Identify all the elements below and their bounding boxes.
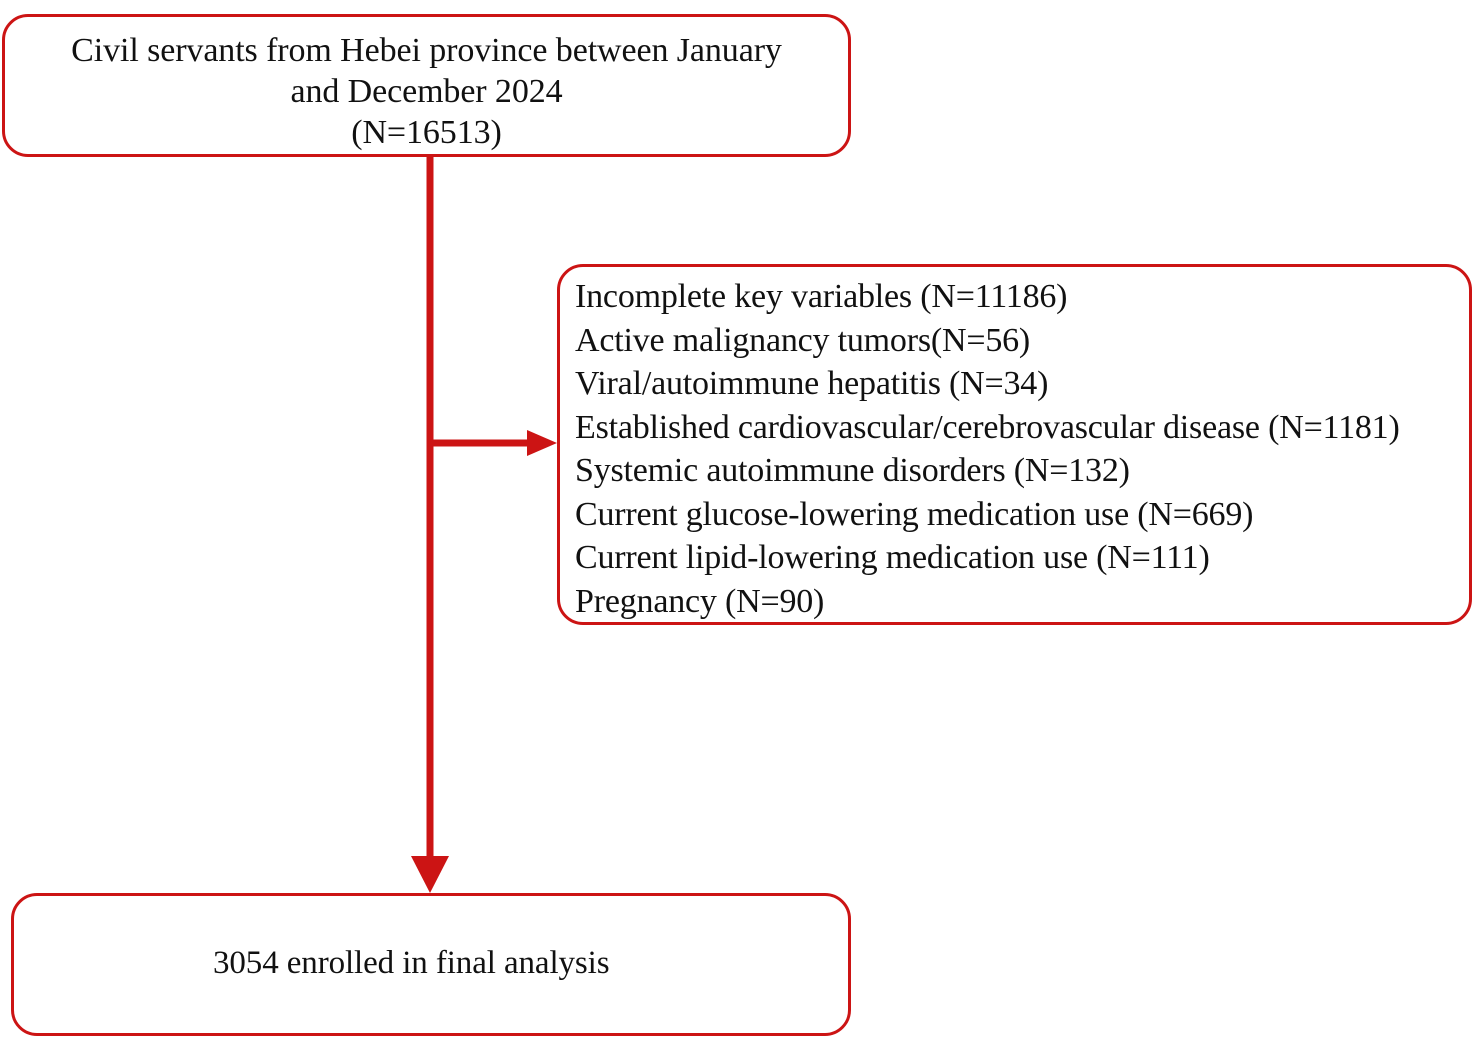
final-analysis-box: 3054 enrolled in final analysis bbox=[11, 893, 851, 1036]
down-arrowhead-icon bbox=[411, 856, 449, 893]
exclusion-item: Current glucose-lowering medication use … bbox=[575, 495, 1254, 533]
enrollment-box-text: Civil servants from Hebei province betwe… bbox=[71, 32, 782, 151]
exclusion-item: Systemic autoimmune disorders (N=132) bbox=[575, 452, 1130, 489]
exclusion-item: Current lipid-lowering medication use (N… bbox=[575, 539, 1210, 576]
exclusion-item: Viral/autoimmune hepatitis (N=34) bbox=[575, 365, 1049, 402]
exclusion-criteria-box: Incomplete key variables (N=11186) Activ… bbox=[557, 264, 1472, 625]
exclusion-item: Incomplete key variables (N=11186) bbox=[575, 278, 1068, 315]
exclusion-item: Pregnancy (N=90) bbox=[575, 582, 825, 620]
branch-arrowhead-icon bbox=[527, 430, 557, 456]
exclusion-criteria-list: Incomplete key variables (N=11186) Activ… bbox=[575, 275, 1463, 623]
exclusion-item: Active malignancy tumors(N=56) bbox=[575, 321, 1031, 359]
enrollment-box: Civil servants from Hebei province betwe… bbox=[2, 14, 851, 157]
exclusion-item: Established cardiovascular/cerebrovascul… bbox=[575, 408, 1400, 446]
final-analysis-text: 3054 enrolled in final analysis bbox=[213, 945, 610, 981]
